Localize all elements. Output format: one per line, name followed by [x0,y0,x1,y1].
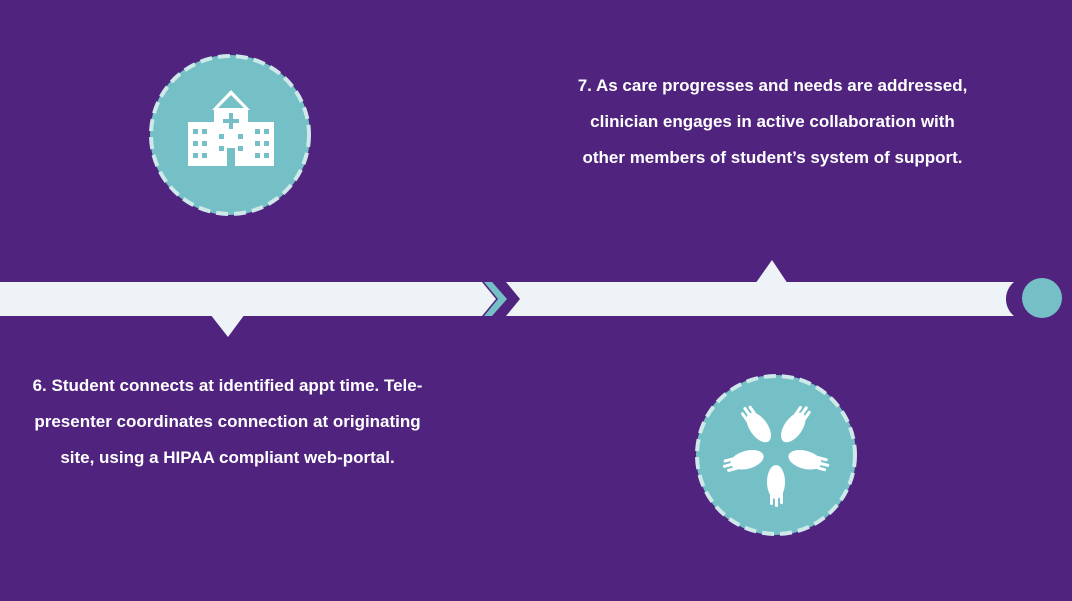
step-7-line-3: other members of student’s system of sup… [582,148,963,167]
step-7-pointer [755,260,788,284]
hospital-circle [149,54,311,216]
step-6-text: 6. Student connects at identified appt t… [15,368,440,476]
timeline-bar-right [506,282,1014,316]
hands-together-icon [722,405,830,507]
step-7-line-2: clinician engages in active collaboratio… [590,112,955,131]
step-7-line-1: 7. As care progresses and needs are addr… [577,76,968,95]
timeline-bar-left [0,282,496,316]
step-6-pointer [210,314,245,337]
hospital-icon [188,90,274,166]
timeline-end-dot [1022,278,1062,318]
step-6-line-2: presenter coordinates connection at orig… [34,412,421,431]
timeline-end-cap [1005,282,1014,316]
step-6-line-1: 6. Student connects at identified appt t… [32,376,423,395]
hands-circle [695,374,857,536]
timeline-chevron [484,282,507,316]
step-6-line-3: site, using a HIPAA compliant web-portal… [60,448,395,467]
step-7-text: 7. As care progresses and needs are addr… [560,68,985,176]
